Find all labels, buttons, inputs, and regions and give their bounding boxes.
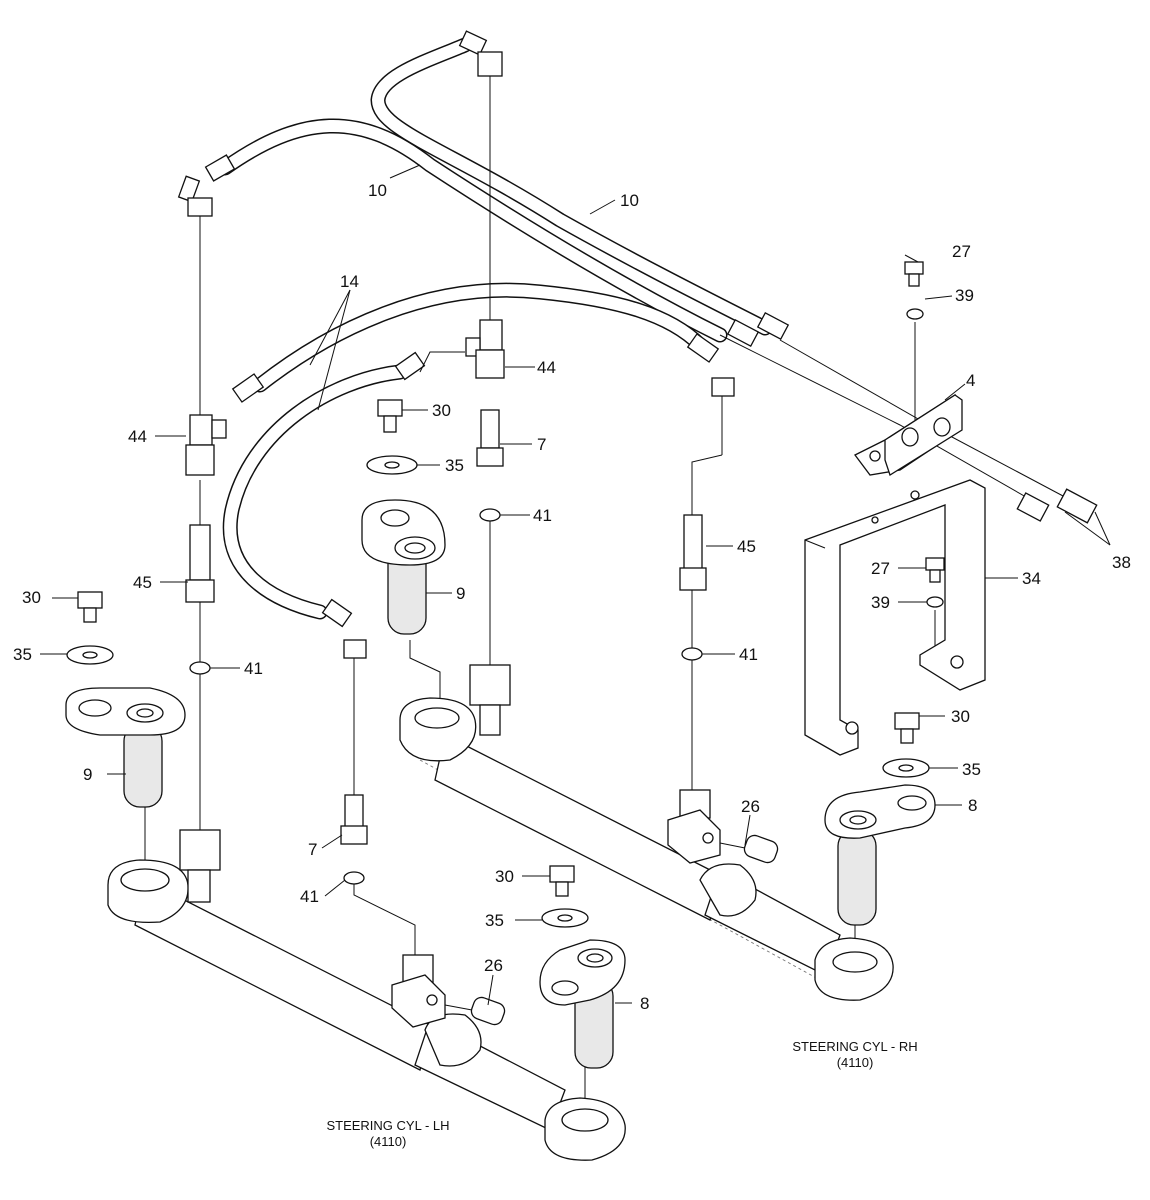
pin-8-left (539, 939, 626, 1069)
label-41-left: 41 (244, 659, 263, 678)
hose-fittings (177, 30, 1098, 659)
label-10-right: 10 (620, 191, 639, 210)
part-number-labels: 10 10 14 27 39 4 44 44 30 7 35 41 45 45 … (13, 181, 1131, 1013)
label-26-left: 26 (484, 956, 503, 975)
label-30-right: 30 (951, 707, 970, 726)
bracket-34 (804, 479, 986, 756)
tee-fitting-44-center (465, 319, 505, 379)
hose-14-upper (252, 282, 708, 393)
hose-14-lower (222, 364, 408, 620)
label-41-lower: 41 (300, 887, 319, 906)
label-35-center: 35 (445, 456, 464, 475)
check-valve-26-lh (444, 996, 506, 1026)
caption-lh-ref: (4110) (370, 1134, 407, 1149)
label-30-left: 30 (22, 588, 41, 607)
label-45-left: 45 (133, 573, 152, 592)
label-4: 4 (966, 371, 975, 390)
label-30-lower: 30 (495, 867, 514, 886)
caption-rh-ref: (4110) (837, 1055, 874, 1070)
bolts (77, 261, 945, 897)
label-41-center: 41 (533, 506, 552, 525)
label-41-right: 41 (739, 645, 758, 664)
label-44-left: 44 (128, 427, 147, 446)
hose-10-left (217, 118, 1041, 506)
label-45-right: 45 (737, 537, 756, 556)
label-27-lower: 27 (871, 559, 890, 578)
label-27-top: 27 (952, 242, 971, 261)
tee-fitting-44-left (185, 414, 227, 476)
label-39-top: 39 (955, 286, 974, 305)
label-9-left: 9 (83, 765, 92, 784)
steering-cylinder-rh (399, 664, 894, 1001)
label-39-lower: 39 (871, 593, 890, 612)
washers (66, 308, 944, 928)
adapter-7-center (476, 409, 504, 467)
label-34: 34 (1022, 569, 1041, 588)
steering-cylinder-lh (107, 829, 626, 1161)
adapter-45-left (185, 524, 215, 603)
label-35-left: 35 (13, 645, 32, 664)
pin-9-left (65, 687, 186, 808)
label-14: 14 (340, 272, 359, 291)
bracket-4 (854, 393, 963, 476)
adapter-7-lower (340, 794, 368, 845)
label-38: 38 (1112, 553, 1131, 572)
label-35-right: 35 (962, 760, 981, 779)
label-35-lower: 35 (485, 911, 504, 930)
pin-8-right (824, 784, 936, 926)
label-44-center: 44 (537, 358, 556, 377)
label-leaders (40, 164, 1111, 1006)
label-8-right: 8 (968, 796, 977, 815)
caption-lh-title: STEERING CYL - LH (326, 1118, 449, 1133)
captions: STEERING CYL - RH (4110) STEERING CYL - … (326, 1039, 917, 1149)
adapter-45-right (679, 514, 707, 591)
label-9-center: 9 (456, 584, 465, 603)
label-30-center: 30 (432, 401, 451, 420)
label-8-left: 8 (640, 994, 649, 1013)
pin-9-center (361, 499, 446, 635)
label-26-right: 26 (741, 797, 760, 816)
label-7-lower: 7 (308, 840, 317, 859)
label-7-center: 7 (537, 435, 546, 454)
check-valve-26-rh (719, 834, 779, 864)
caption-rh-title: STEERING CYL - RH (792, 1039, 917, 1054)
label-10-left: 10 (368, 181, 387, 200)
